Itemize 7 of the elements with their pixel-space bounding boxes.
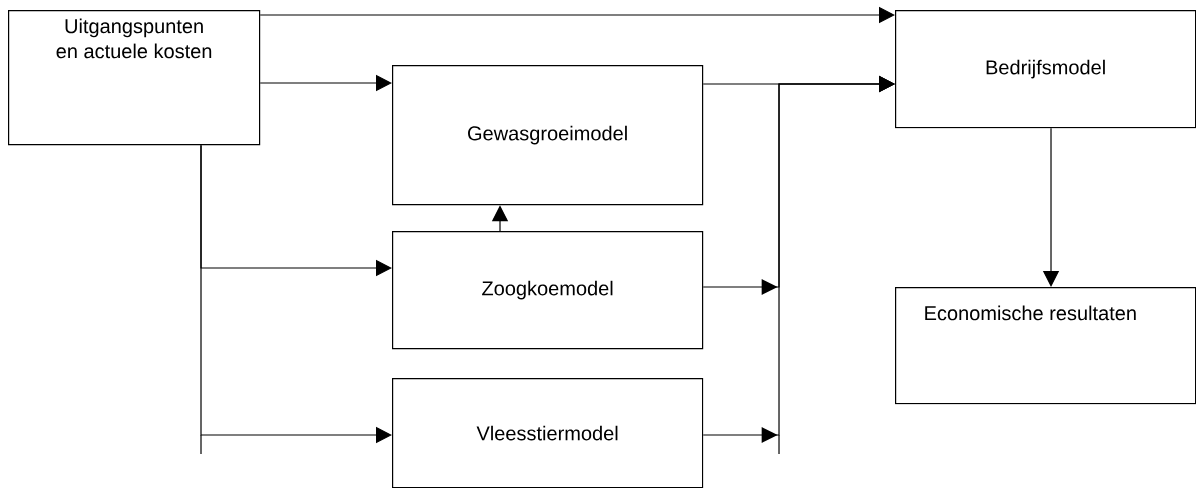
process-box: Uitgangspunten en actuele kosten bbox=[8, 10, 261, 146]
process-box: Gewasgroeimodel bbox=[392, 65, 704, 206]
arrow bbox=[702, 75, 895, 443]
process-box: Zoogkoemodel bbox=[392, 231, 704, 350]
process-box: Vleesstiermodel bbox=[392, 378, 704, 488]
process-box: Bedrijfsmodel bbox=[895, 10, 1196, 129]
process-box: Economische resultaten bbox=[895, 287, 1196, 405]
